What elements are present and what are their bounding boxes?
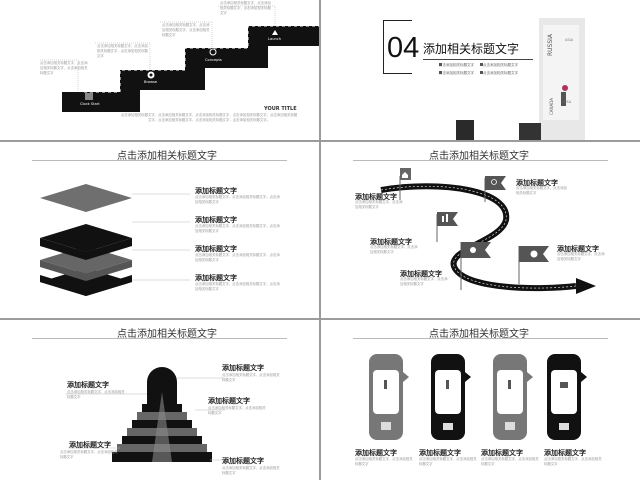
section-item-3: 点击添加相关标题文字 (439, 71, 474, 75)
layer-text-2: 点击添加相关标题文字，点击添加相关标题文字，点击添加相关标题文字 (195, 224, 280, 233)
layer-text-4: 点击添加相关标题文字，点击添加相关标题文字，点击添加相关标题文字 (195, 282, 280, 291)
slide-capsule-pillars[interactable]: 点击添加相关标题文字 (321, 320, 640, 480)
capsules-graphic (369, 354, 587, 440)
pyramid-text-2: 点击添加相关标题文字，点击添加相关标题文字 (222, 373, 280, 382)
road-graphic (380, 168, 596, 294)
layer-text-1: 点击添加相关标题文字，点击添加相关标题文字，点击添加相关标题文字 (195, 195, 280, 204)
step-text-4: 点击添加相关标题文字，点击添加相关标题文字，点击添加相关标题文字 (220, 1, 271, 15)
tower-top (147, 367, 177, 410)
runner-icon (508, 380, 511, 389)
step-text-2: 点击添加相关标题文字，点击添加相关标题文字，点击添加相关标题文字 (97, 44, 148, 58)
road-text-5: 点击添加相关标题文字，点击添加相关标题文字 (400, 277, 448, 286)
road-heading-5: 添加标题文字 (400, 270, 442, 278)
layer-heading-3: 添加标题文字 (195, 245, 237, 253)
pyramid-heading-2: 添加标题文字 (222, 364, 264, 372)
poster-word-3: USA (564, 100, 572, 104)
pyramid-heading-4: 添加标题文字 (69, 441, 111, 449)
slide-section-title[interactable]: 04 添加相关标题文字 点击添加相关标题文字 点击添加相关标题文字 点击添加相关… (321, 0, 640, 140)
road-heading-3: 添加标题文字 (370, 238, 412, 246)
pyramid-heading-3: 添加标题文字 (208, 397, 250, 405)
step-label-3: Concepts (205, 58, 222, 62)
pyramid-text-3: 点击添加相关标题文字，点击添加相关标题文字 (208, 406, 266, 415)
pillar-text-1: 点击添加相关标题文字，点击添加相关标题文字 (355, 457, 413, 466)
road-heading-1: 添加标题文字 (355, 193, 397, 201)
step-label-2: Browse (144, 80, 158, 84)
poster-word-4: ASIA (565, 38, 574, 42)
pyramid-graphic (65, 367, 228, 462)
slide-title: 点击添加相关标题文字 (429, 329, 529, 340)
slide-title: 点击添加相关标题文字 (117, 329, 217, 340)
section-item-4: 点击添加相关标题文字 (483, 71, 518, 75)
road-text-1: 点击添加相关标题文字，点击添加相关标题文字 (355, 200, 403, 209)
section-item-1: 点击添加相关标题文字 (439, 63, 474, 67)
slide-title: 点击添加相关标题文字 (117, 151, 217, 162)
step-text-1: 点击添加相关标题文字，点击添加相关标题文字，点击添加相关标题文字 (40, 61, 88, 75)
rocket-icon (272, 30, 278, 35)
pyramid-heading-1: 添加标题文字 (67, 381, 109, 389)
road-heading-2: 添加标题文字 (516, 179, 558, 187)
section-title: 添加相关标题文字 (423, 42, 520, 56)
gear-icon (381, 422, 391, 430)
section-item-2: 点击添加相关标题文字 (483, 63, 518, 67)
number-frame (383, 20, 412, 74)
pyramid-text-1: 点击添加相关标题文字，点击添加相关标题文字 (67, 390, 125, 399)
calendar-icon (559, 423, 569, 430)
pyramid-text-5: 点击添加相关标题文字，点击添加相关标题文字 (222, 466, 280, 475)
slide-road-flags[interactable]: 点击添加相关标题文字 添加标题文字 点击添加相关标题文字，点击添加相关标题文字 … (321, 142, 640, 318)
slide-staircase-road[interactable]: Clock Start Browse Concepts Launch 点击添加相… (0, 0, 319, 140)
layer-text-3: 点击添加相关标题文字，点击添加相关标题文字，点击添加相关标题文字 (195, 253, 280, 262)
step-text-3: 点击添加相关标题文字，点击添加相关标题文字，点击添加相关标题文字 (162, 23, 210, 37)
road-arrow-icon (576, 278, 596, 294)
pillar-heading-3: 添加标题文字 (481, 449, 523, 457)
pillar-heading-2: 添加标题文字 (419, 449, 461, 457)
road-text-2: 点击添加相关标题文字，点击添加相关标题文字 (516, 186, 567, 195)
bulb-icon (209, 48, 217, 56)
room-photo-graphic (439, 18, 585, 140)
pillar-text-3: 点击添加相关标题文字，点击添加相关标题文字 (481, 457, 539, 466)
capsule-2 (431, 354, 471, 440)
pillar-heading-4: 添加标题文字 (544, 449, 586, 457)
step-label-4: Launch (268, 37, 282, 41)
section-number: 04 (387, 32, 420, 64)
slide-stacked-layers[interactable]: 点击添加相关标题文字 添加标题文字 点击添加相关标题文字，点击添加相关标题文字，… (0, 142, 319, 318)
capsule-3 (493, 354, 533, 440)
pillar-text-4: 点击添加相关标题文字，点击添加相关标题文字 (544, 457, 602, 466)
staircase-road-graphic (40, 5, 319, 112)
step-label-1: Clock Start (80, 102, 100, 106)
book-icon (85, 93, 93, 100)
pyramid-heading-5: 添加标题文字 (222, 457, 264, 465)
exit-icon (560, 382, 568, 388)
road-heading-4: 添加标题文字 (557, 245, 599, 253)
road-text-4: 点击添加相关标题文字，点击添加相关标题文字 (557, 252, 605, 261)
presenter-icon (446, 380, 449, 389)
road-text-3: 点击添加相关标题文字，点击添加相关标题文字 (370, 245, 418, 254)
chart-icon (443, 423, 453, 430)
capsule-4 (547, 354, 587, 440)
poster-word-1: RUSSIA (547, 33, 554, 56)
layers-graphic (40, 184, 190, 296)
pillar-heading-1: 添加标题文字 (355, 449, 397, 457)
search-flag-icon (485, 176, 506, 190)
slide-stair-pyramid[interactable]: 点击添加相关标题文字 添加标题文字 点击添加相关标题文字，点击添加相关标题文字 … (0, 320, 319, 480)
person-icon (384, 380, 387, 389)
layer-heading-2: 添加标题文字 (195, 216, 237, 224)
layer-1 (40, 184, 132, 212)
pillar-text-2: 点击添加相关标题文字，点击添加相关标题文字 (419, 457, 477, 466)
your-title: YOUR TITLE (264, 106, 297, 112)
capsule-1 (369, 354, 409, 440)
pyramid-text-4: 点击添加相关标题文字，点击添加相关标题文字 (60, 450, 118, 459)
layer-heading-1: 添加标题文字 (195, 187, 237, 195)
slide-title: 点击添加相关标题文字 (429, 151, 529, 162)
poster-word-2: CANADA (549, 97, 554, 115)
layer-heading-4: 添加标题文字 (195, 274, 237, 282)
document-icon (505, 422, 515, 430)
slide1-body: 点击添加相关标题文字，点击添加相关标题文字，点击添加相关标题文字，点击添加相关标… (120, 113, 298, 122)
